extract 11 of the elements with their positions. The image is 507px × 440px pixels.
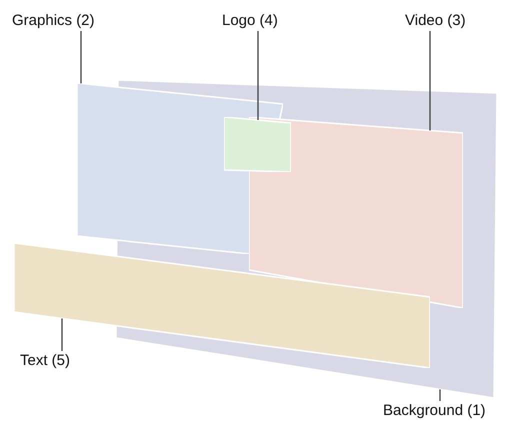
leader-line — [61, 318, 63, 351]
layer-label: Video (3) — [405, 12, 466, 30]
leader-line — [80, 31, 82, 84]
leader-line — [257, 31, 259, 120]
layer-label: Background (1) — [383, 402, 486, 420]
layer-label: Logo (4) — [222, 12, 278, 30]
leader-line — [439, 389, 441, 401]
layer-label: Text (5) — [20, 352, 70, 370]
layer-label: Graphics (2) — [12, 12, 95, 30]
text-layer — [14, 243, 430, 368]
leader-line — [429, 31, 431, 131]
